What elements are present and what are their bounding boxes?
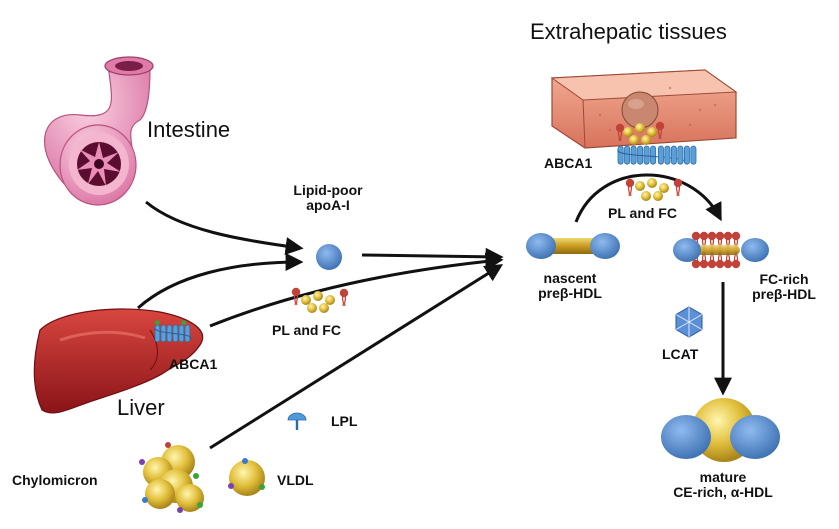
mature-line1: mature bbox=[699, 469, 747, 485]
liver-label: Liver bbox=[117, 395, 165, 420]
lpl-label: LPL bbox=[331, 413, 358, 429]
liver-arrow-1 bbox=[137, 253, 304, 310]
vldl-label: VLDL bbox=[277, 472, 314, 488]
apoa1-arrow bbox=[361, 247, 504, 266]
lcat-label: LCAT bbox=[662, 346, 699, 362]
efflux-arrow bbox=[574, 173, 722, 223]
vldl-particle bbox=[228, 458, 265, 496]
intestine-arrow bbox=[145, 200, 304, 256]
chylomicron-label: Chylomicron bbox=[12, 472, 98, 488]
pl-fc-mid-label: PL and FC bbox=[272, 322, 341, 338]
extrahepatic-cell-illustration bbox=[550, 69, 738, 149]
liver-arrow-2 bbox=[209, 252, 504, 328]
fc-rich-line1: FC-rich bbox=[759, 271, 809, 287]
abca1-transporter-icon bbox=[154, 320, 192, 343]
mature-line2: CE-rich, α-HDL bbox=[673, 484, 773, 501]
fc-rich-line2: preβ-HDL bbox=[752, 286, 816, 303]
abca1-tissue-label: ABCA1 bbox=[544, 155, 593, 171]
fc-rich-prebeta-hdl-label: FC-rich preβ-HDL bbox=[744, 271, 824, 303]
pl-fc-cluster-top bbox=[625, 178, 683, 201]
chylomicron-particle bbox=[139, 442, 204, 513]
lpl-enzyme-icon bbox=[287, 412, 307, 430]
pl-fc-cluster-mid bbox=[291, 287, 349, 313]
chylomicron-arrow bbox=[209, 264, 504, 450]
lcat-enzyme-icon bbox=[675, 306, 703, 338]
lipid-poor-apoa1-particle bbox=[316, 244, 342, 270]
nascent-prebeta-hdl-particle bbox=[526, 233, 620, 259]
lipid-poor-line1: Lipid-poor bbox=[293, 182, 363, 198]
abca1-transporter-icon bbox=[617, 145, 697, 165]
pl-fc-top-label: PL and FC bbox=[608, 205, 677, 221]
liver-illustration bbox=[33, 308, 204, 414]
mature-hdl-particle bbox=[661, 398, 780, 462]
extrahepatic-tissues-label: Extrahepatic tissues bbox=[530, 19, 727, 44]
nascent-prebeta-hdl-label: nascent preβ-HDL bbox=[530, 270, 610, 302]
lipid-poor-line2: apoA-I bbox=[306, 197, 350, 214]
intestine-label: Intestine bbox=[147, 117, 231, 142]
fc-rich-prebeta-hdl-particle bbox=[673, 231, 769, 269]
nascent-line1: nascent bbox=[543, 270, 597, 286]
lipid-poor-apoa1-label: Lipid-poor apoA-I bbox=[282, 182, 374, 214]
nascent-line2: preβ-HDL bbox=[538, 285, 602, 302]
abca1-liver-label: ABCA1 bbox=[169, 356, 218, 372]
mature-hdl-label: mature CE-rich, α-HDL bbox=[648, 469, 798, 501]
intestine-illustration bbox=[43, 56, 154, 206]
